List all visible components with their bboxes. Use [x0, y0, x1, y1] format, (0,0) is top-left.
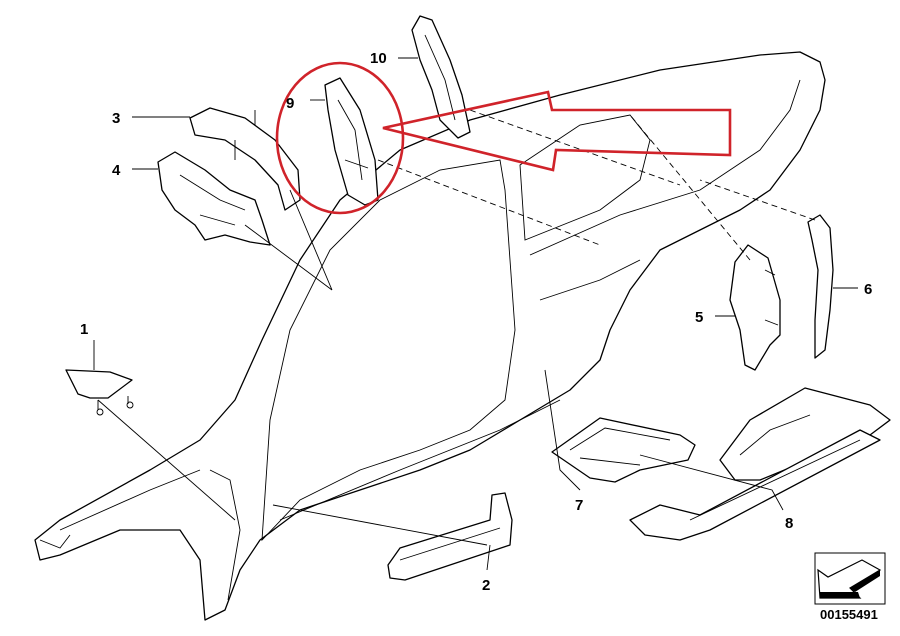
- callout-3: 3: [112, 110, 120, 127]
- part-3: [189, 107, 301, 211]
- callout-6: 6: [864, 281, 872, 298]
- arrow-front-left-icon: [814, 552, 886, 605]
- callout-2: 2: [482, 577, 490, 594]
- callout-9: 9: [286, 95, 294, 112]
- side-frame: [34, 51, 826, 621]
- callout-labels: 1 2 3 4 5 6 7 8 9 10: [80, 50, 872, 594]
- callout-8: 8: [785, 515, 793, 532]
- part-1: [65, 369, 134, 416]
- part-2: [387, 492, 513, 581]
- callout-1: 1: [80, 321, 88, 338]
- part-6: [807, 214, 834, 359]
- callout-4: 4: [112, 162, 121, 179]
- callout-7: 7: [575, 497, 583, 514]
- part-8: [629, 387, 891, 541]
- callout-10: 10: [370, 50, 387, 67]
- highlight-circle-part-9: [275, 61, 405, 215]
- part-7: [551, 417, 696, 483]
- part-10: [411, 15, 471, 139]
- highlight-arrow: [382, 90, 732, 172]
- part-5: [729, 244, 781, 371]
- diagram-code: 00155491: [820, 607, 878, 622]
- leader-lines: [93, 57, 858, 571]
- part-9: [324, 77, 379, 206]
- callout-5: 5: [695, 309, 703, 326]
- part-4: [157, 151, 271, 246]
